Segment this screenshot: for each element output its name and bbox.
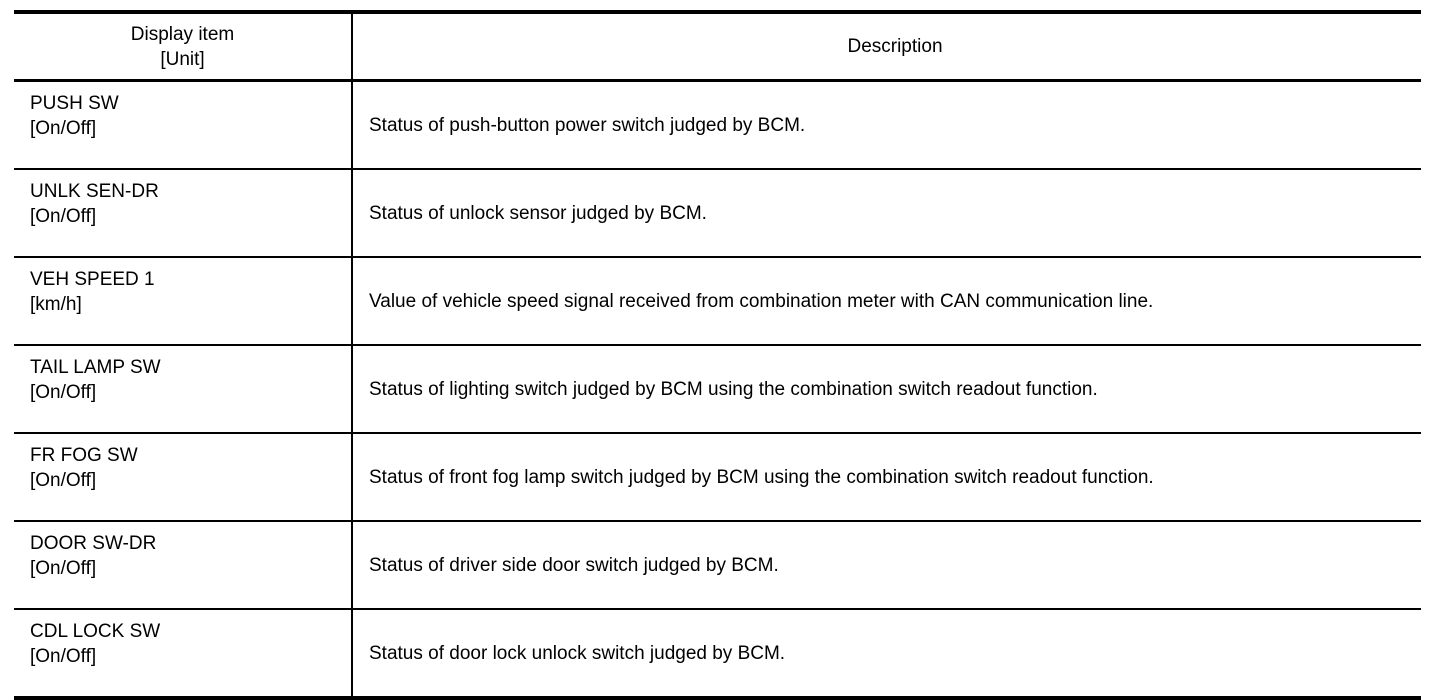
item-unit: [On/Off] <box>30 470 97 491</box>
item-name: TAIL LAMP SW <box>30 357 161 378</box>
cell-display-item: VEH SPEED 1 [km/h] <box>14 257 353 346</box>
description-text: Status of door lock unlock switch judged… <box>369 642 786 664</box>
table-body: PUSH SW [On/Off] Status of push-button p… <box>14 80 1421 700</box>
item-unit: [km/h] <box>30 294 82 315</box>
table-header: Display item [Unit] Description <box>14 10 1421 82</box>
item-name: FR FOG SW <box>30 445 138 466</box>
description-text: Status of front fog lamp switch judged b… <box>369 466 1154 488</box>
cell-display-item: TAIL LAMP SW [On/Off] <box>14 345 353 434</box>
column-header-description: Description <box>352 10 1421 82</box>
column-header-display-item-line1: Display item <box>130 23 235 45</box>
description-text: Value of vehicle speed signal received f… <box>369 290 1154 312</box>
cell-display-item: DOOR SW-DR [On/Off] <box>14 521 353 610</box>
table-row: UNLK SEN-DR [On/Off] Status of unlock se… <box>14 169 1421 258</box>
item-unit: [On/Off] <box>30 118 97 139</box>
cell-display-item: PUSH SW [On/Off] <box>14 80 353 170</box>
cell-description: Status of door lock unlock switch judged… <box>352 609 1421 700</box>
description-text: Status of push-button power switch judge… <box>369 114 806 136</box>
cell-display-item: CDL LOCK SW [On/Off] <box>14 609 353 700</box>
description-text: Status of lighting switch judged by BCM … <box>369 378 1098 400</box>
item-unit: [On/Off] <box>30 558 97 579</box>
cell-description: Status of front fog lamp switch judged b… <box>352 433 1421 522</box>
page-canvas: Display item [Unit] Description PUSH SW … <box>14 10 1421 700</box>
item-unit: [On/Off] <box>30 382 97 403</box>
item-name: PUSH SW <box>30 93 119 114</box>
display-item-description-table: Display item [Unit] Description PUSH SW … <box>14 10 1421 700</box>
table-row: PUSH SW [On/Off] Status of push-button p… <box>14 80 1421 170</box>
item-unit: [On/Off] <box>30 646 97 667</box>
item-name: CDL LOCK SW <box>30 621 161 642</box>
table-row: DOOR SW-DR [On/Off] Status of driver sid… <box>14 521 1421 610</box>
description-text: Status of unlock sensor judged by BCM. <box>369 202 707 224</box>
cell-display-item: UNLK SEN-DR [On/Off] <box>14 169 353 258</box>
column-header-display-item: Display item [Unit] <box>14 10 353 82</box>
item-name: DOOR SW-DR <box>30 533 157 554</box>
table-row: FR FOG SW [On/Off] Status of front fog l… <box>14 433 1421 522</box>
table-row: VEH SPEED 1 [km/h] Value of vehicle spee… <box>14 257 1421 346</box>
cell-display-item: FR FOG SW [On/Off] <box>14 433 353 522</box>
cell-description: Status of driver side door switch judged… <box>352 521 1421 610</box>
cell-description: Status of lighting switch judged by BCM … <box>352 345 1421 434</box>
column-header-display-item-line2: [Unit] <box>160 48 205 70</box>
item-name: VEH SPEED 1 <box>30 269 155 290</box>
cell-description: Status of push-button power switch judge… <box>352 80 1421 170</box>
cell-description: Status of unlock sensor judged by BCM. <box>352 169 1421 258</box>
table-row: CDL LOCK SW [On/Off] Status of door lock… <box>14 609 1421 700</box>
item-name: UNLK SEN-DR <box>30 181 159 202</box>
cell-description: Value of vehicle speed signal received f… <box>352 257 1421 346</box>
table-row: TAIL LAMP SW [On/Off] Status of lighting… <box>14 345 1421 434</box>
table-header-row: Display item [Unit] Description <box>14 10 1421 82</box>
item-unit: [On/Off] <box>30 206 97 227</box>
description-text: Status of driver side door switch judged… <box>369 554 779 576</box>
